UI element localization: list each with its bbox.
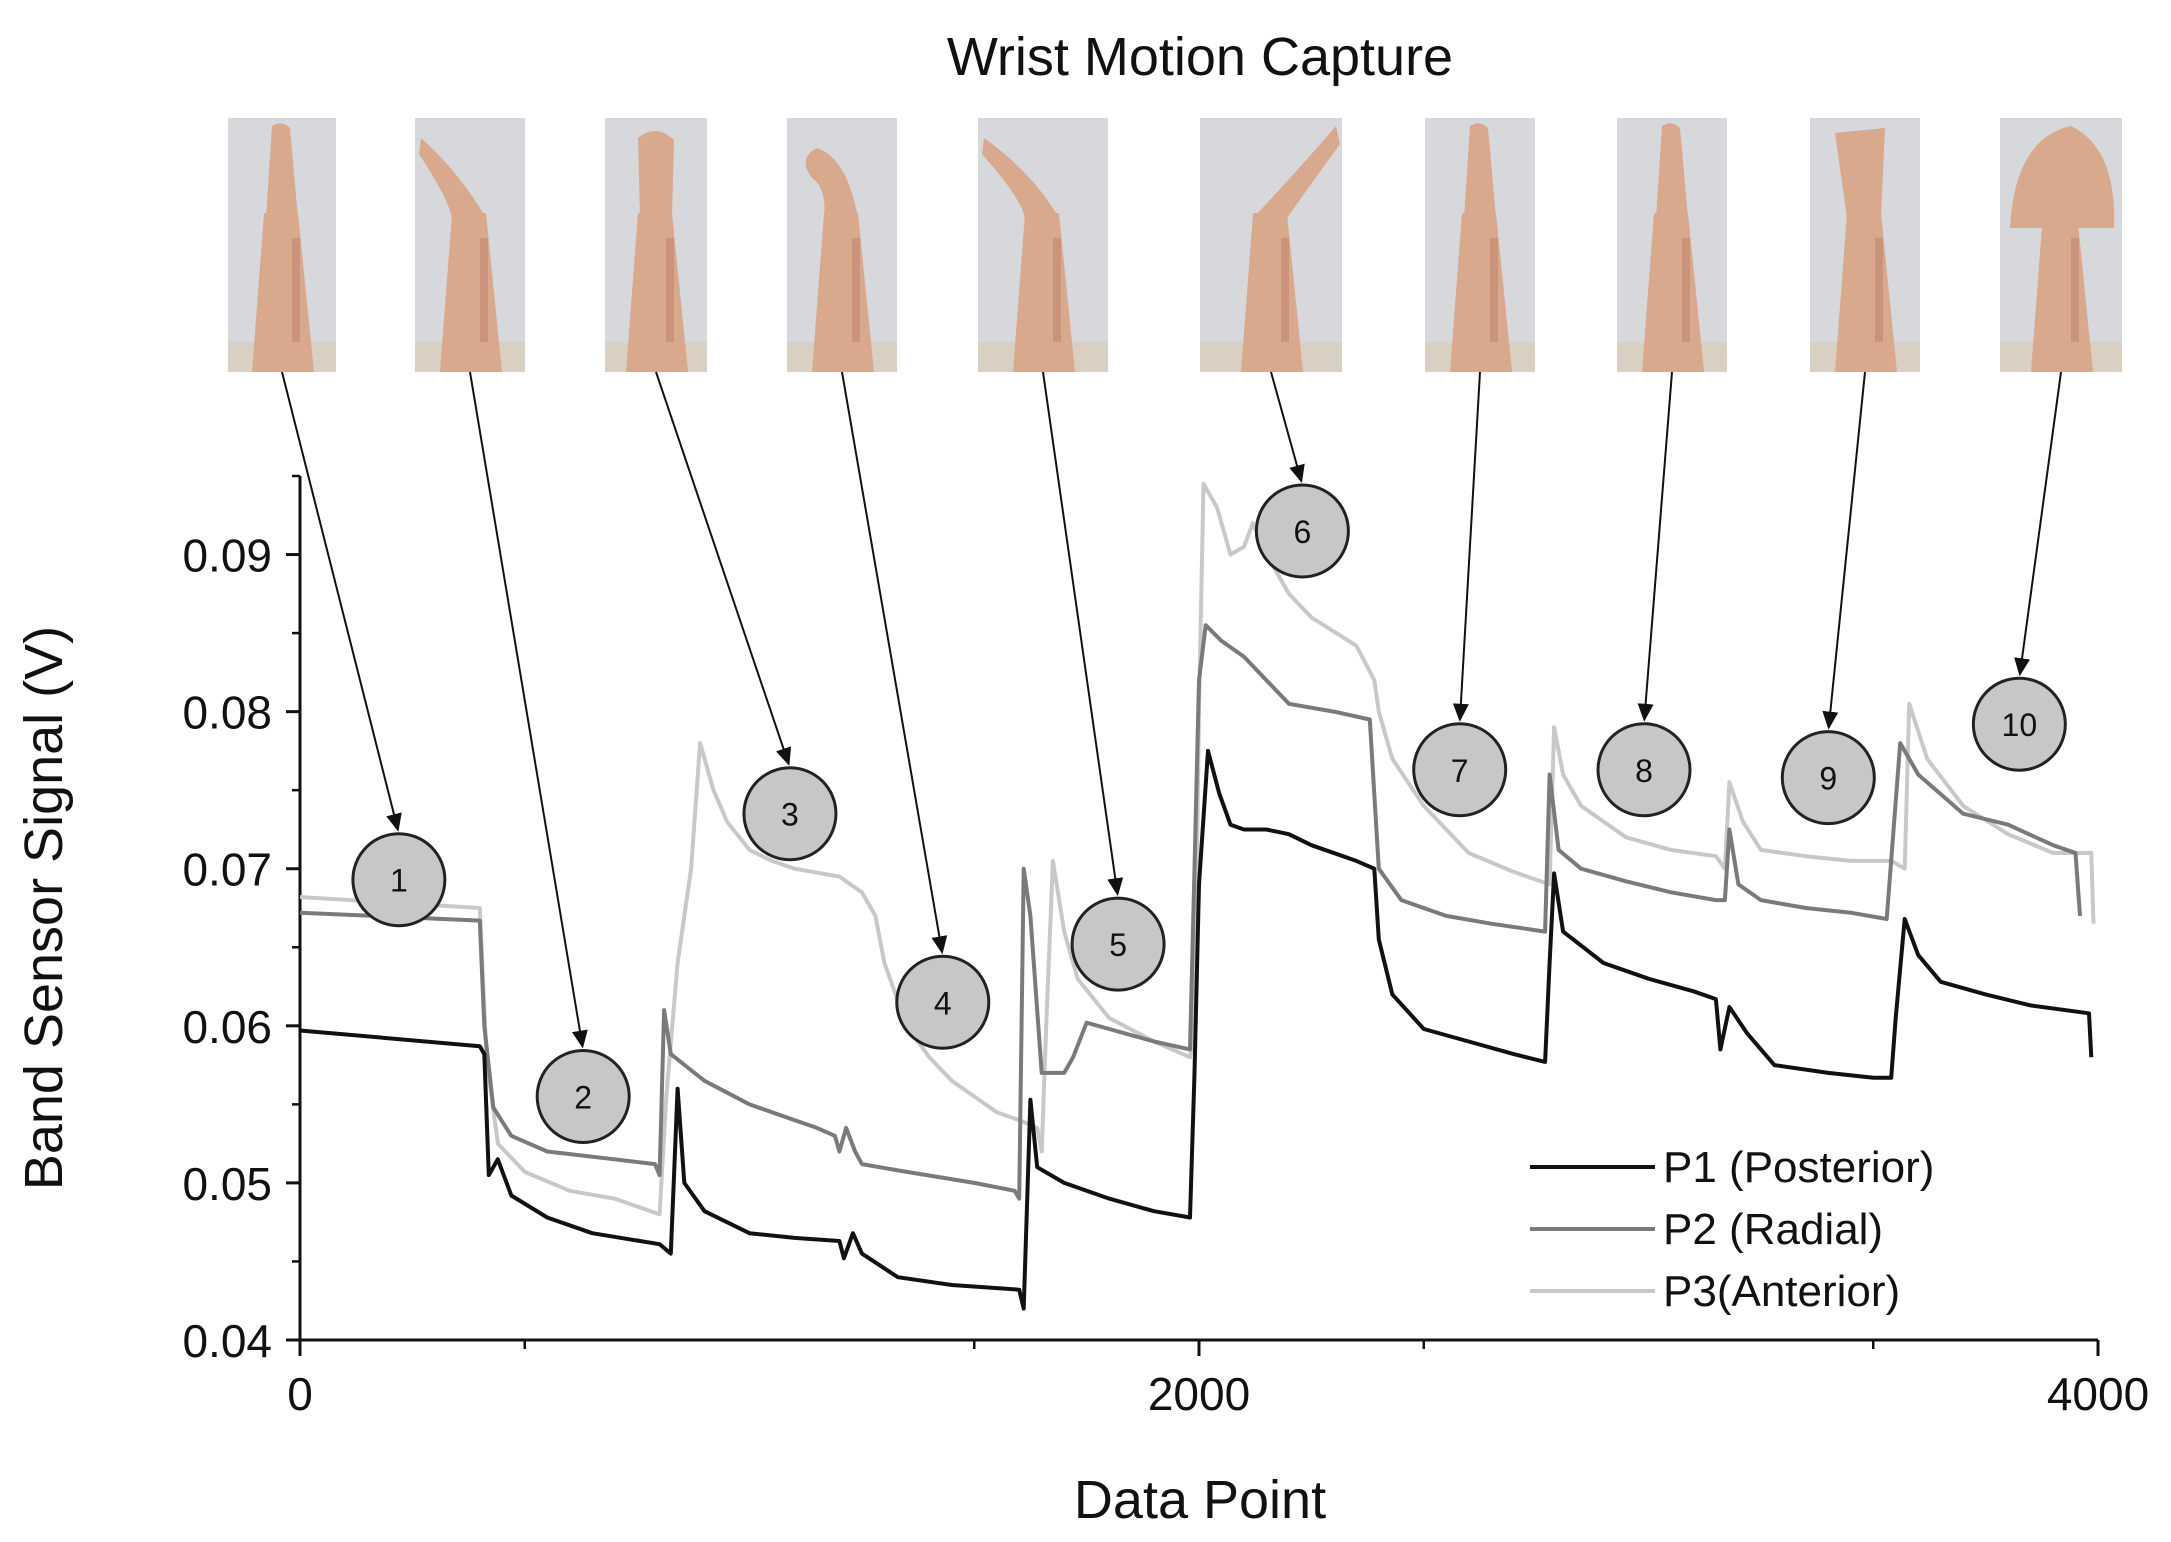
legend-item: P3(Anterior) bbox=[1530, 1267, 1900, 1316]
forearm-shade bbox=[1875, 238, 1883, 342]
callout-label: 6 bbox=[1293, 514, 1311, 550]
x-tick-label: 2000 bbox=[1148, 1368, 1250, 1420]
legend: P1 (Posterior) P2 (Radial) P3(Anterior) bbox=[1530, 1143, 1934, 1316]
hand bbox=[266, 123, 298, 218]
forearm-shade bbox=[1682, 238, 1690, 342]
callout-8: 8 bbox=[1596, 722, 1692, 818]
y-axis-label: Band Sensor Signal (V) bbox=[14, 626, 74, 1190]
legend-label: P1 (Posterior) bbox=[1663, 1143, 1934, 1192]
photo-arrow bbox=[1822, 371, 1866, 730]
motion-photo-7 bbox=[1425, 118, 1535, 372]
callout-5: 5 bbox=[1070, 896, 1166, 992]
forearm-shade bbox=[480, 238, 488, 342]
photo-arrow bbox=[469, 371, 588, 1049]
motion-photo-8 bbox=[1617, 118, 1727, 372]
motion-photo-6 bbox=[1200, 118, 1342, 372]
series-line bbox=[299, 623, 2082, 1201]
callout-circle bbox=[351, 832, 447, 928]
hand bbox=[1656, 123, 1688, 218]
callout-circle bbox=[1070, 896, 1166, 992]
photo-arrows bbox=[281, 371, 2062, 1049]
callout-circle bbox=[1596, 722, 1692, 818]
motion-callouts: 1 2 3 4 5 6 7 8 9 10 bbox=[351, 483, 2067, 1145]
callout-6: 6 bbox=[1254, 483, 1350, 579]
hand bbox=[1464, 123, 1496, 218]
forearm-shade bbox=[2071, 238, 2079, 342]
photo-arrow bbox=[281, 371, 402, 832]
callout-label: 3 bbox=[781, 797, 799, 833]
photo-arrow bbox=[655, 371, 792, 766]
y-tick-label: 0.07 bbox=[182, 844, 272, 896]
legend-item: P1 (Posterior) bbox=[1530, 1143, 1934, 1192]
y-tick-label: 0.04 bbox=[182, 1315, 272, 1367]
callout-label: 9 bbox=[1819, 761, 1837, 797]
callout-label: 10 bbox=[2002, 707, 2038, 743]
photo-arrow bbox=[1270, 371, 1305, 484]
callout-label: 5 bbox=[1109, 927, 1127, 963]
callout-circle bbox=[1780, 730, 1876, 826]
forearm-shade bbox=[1281, 238, 1289, 342]
x-tick-label: 4000 bbox=[2047, 1368, 2149, 1420]
hand bbox=[1835, 128, 1885, 218]
callout-circle bbox=[535, 1049, 631, 1145]
forearm-shade bbox=[1053, 238, 1061, 342]
y-tick-label: 0.09 bbox=[182, 530, 272, 582]
callout-9: 9 bbox=[1780, 730, 1876, 826]
series-lines bbox=[299, 481, 2096, 1311]
callout-circle bbox=[1412, 722, 1508, 818]
photo-arrow bbox=[1637, 371, 1673, 722]
photo-arrow bbox=[841, 371, 948, 955]
photo-arrow bbox=[2014, 371, 2062, 677]
callout-label: 8 bbox=[1635, 753, 1653, 789]
hand bbox=[805, 148, 858, 218]
callout-10: 10 bbox=[1971, 676, 2067, 772]
hand bbox=[982, 138, 1059, 218]
callout-7: 7 bbox=[1412, 722, 1508, 818]
forearm-shade bbox=[292, 238, 300, 342]
axes: 0.04 0.05 0.06 0.07 0.08 0.09 0 2000 4000 bbox=[182, 474, 2149, 1420]
callout-label: 1 bbox=[390, 863, 408, 899]
callout-circle bbox=[1254, 483, 1350, 579]
hand bbox=[2010, 126, 2115, 228]
y-tick-label: 0.05 bbox=[182, 1158, 272, 1210]
x-axis-label: Data Point bbox=[1074, 1470, 1326, 1530]
motion-photo-2 bbox=[415, 118, 525, 372]
callout-circle bbox=[742, 766, 838, 862]
chart-title: Wrist Motion Capture bbox=[947, 27, 1453, 87]
callout-label: 7 bbox=[1451, 753, 1469, 789]
legend-item: P2 (Radial) bbox=[1530, 1205, 1883, 1254]
callout-3: 3 bbox=[742, 766, 838, 862]
callout-label: 4 bbox=[934, 985, 952, 1021]
hand bbox=[638, 130, 674, 218]
forearm-shade bbox=[852, 238, 860, 342]
forearm-shade bbox=[666, 238, 674, 342]
motion-photo-1 bbox=[228, 118, 336, 372]
motion-photo-5 bbox=[978, 118, 1108, 372]
motion-photo-9 bbox=[1810, 118, 1920, 372]
y-tick-label: 0.08 bbox=[182, 687, 272, 739]
callout-label: 2 bbox=[574, 1080, 592, 1116]
callout-circle bbox=[1971, 676, 2067, 772]
motion-photos bbox=[228, 118, 2122, 372]
hand bbox=[1253, 126, 1340, 218]
forearm-shade bbox=[1490, 238, 1498, 342]
photo-arrow bbox=[1042, 371, 1124, 897]
callout-2: 2 bbox=[535, 1049, 631, 1145]
x-tick-label: 0 bbox=[287, 1368, 313, 1420]
legend-label: P2 (Radial) bbox=[1663, 1205, 1883, 1254]
motion-photo-3 bbox=[605, 118, 707, 372]
callout-4: 4 bbox=[895, 954, 991, 1050]
motion-photo-4 bbox=[787, 118, 897, 372]
callout-1: 1 bbox=[351, 832, 447, 928]
hand bbox=[419, 138, 486, 218]
y-tick-label: 0.06 bbox=[182, 1001, 272, 1053]
callout-circle bbox=[895, 954, 991, 1050]
series-line bbox=[299, 748, 2094, 1311]
photo-arrow bbox=[1452, 371, 1481, 722]
motion-photo-10 bbox=[2000, 118, 2122, 372]
legend-label: P3(Anterior) bbox=[1663, 1267, 1900, 1316]
